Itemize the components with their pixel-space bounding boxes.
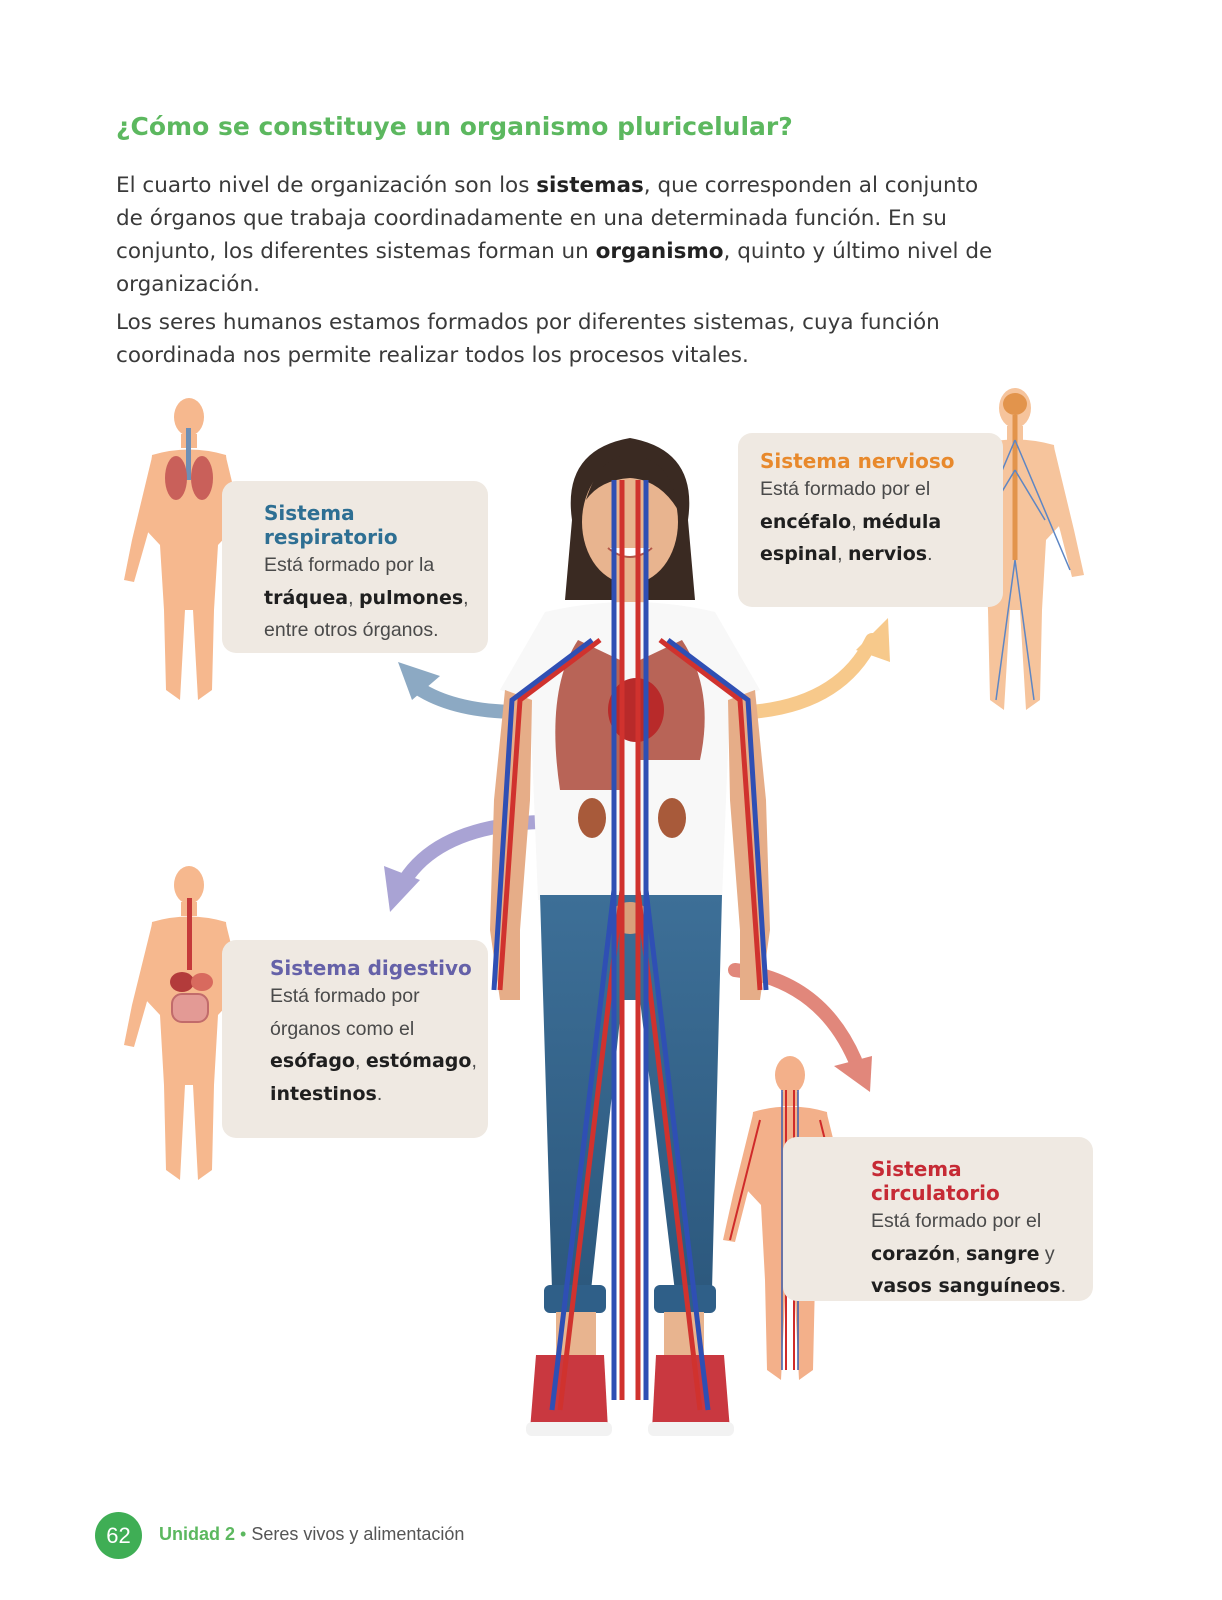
page-number-badge: 62 [95, 1512, 142, 1559]
footer-unit-title: Unidad 2 • Seres vivos y alimentación [159, 1524, 465, 1544]
page-title: ¿Cómo se constituye un organismo plurice… [116, 112, 793, 141]
circulatorio-title: Sistema circulatorio [871, 1157, 1000, 1205]
arrow-to-respiratorio [398, 662, 527, 719]
nervioso-info-box: Sistema nervioso Está formado por el enc… [738, 433, 1003, 607]
nervioso-title: Sistema nervioso [760, 449, 955, 473]
circulatorio-description: Está formado por el corazón, sangre y va… [871, 1210, 1066, 1297]
nervioso-description: Está formado por el encéfalo, médula esp… [760, 478, 942, 565]
term-sistemas: sistemas [536, 173, 644, 198]
arrow-to-nervioso [743, 618, 890, 719]
digestivo-info-box: Sistema digestivo Está formado por órgan… [222, 940, 488, 1138]
term-organismo: organismo [595, 239, 724, 264]
circulatorio-info-box: Sistema circulatorio Está formado por el… [783, 1137, 1093, 1301]
girl-with-organ-overlay [490, 438, 770, 1436]
respiratorio-title: Sistema respiratorio [264, 501, 398, 549]
intro-paragraph-2: Los seres humanos estamos formados por d… [116, 310, 940, 368]
digestivo-description: Está formado por órganos como el esófago… [270, 985, 477, 1105]
respiratorio-description: Está formado por la tráquea, pulmones, e… [264, 554, 469, 641]
intro-paragraph-1: El cuarto nivel de organización son los … [116, 173, 993, 297]
respiratorio-info-box: Sistema respiratorio Está formado por la… [222, 481, 488, 653]
digestivo-title: Sistema digestivo [270, 956, 472, 980]
